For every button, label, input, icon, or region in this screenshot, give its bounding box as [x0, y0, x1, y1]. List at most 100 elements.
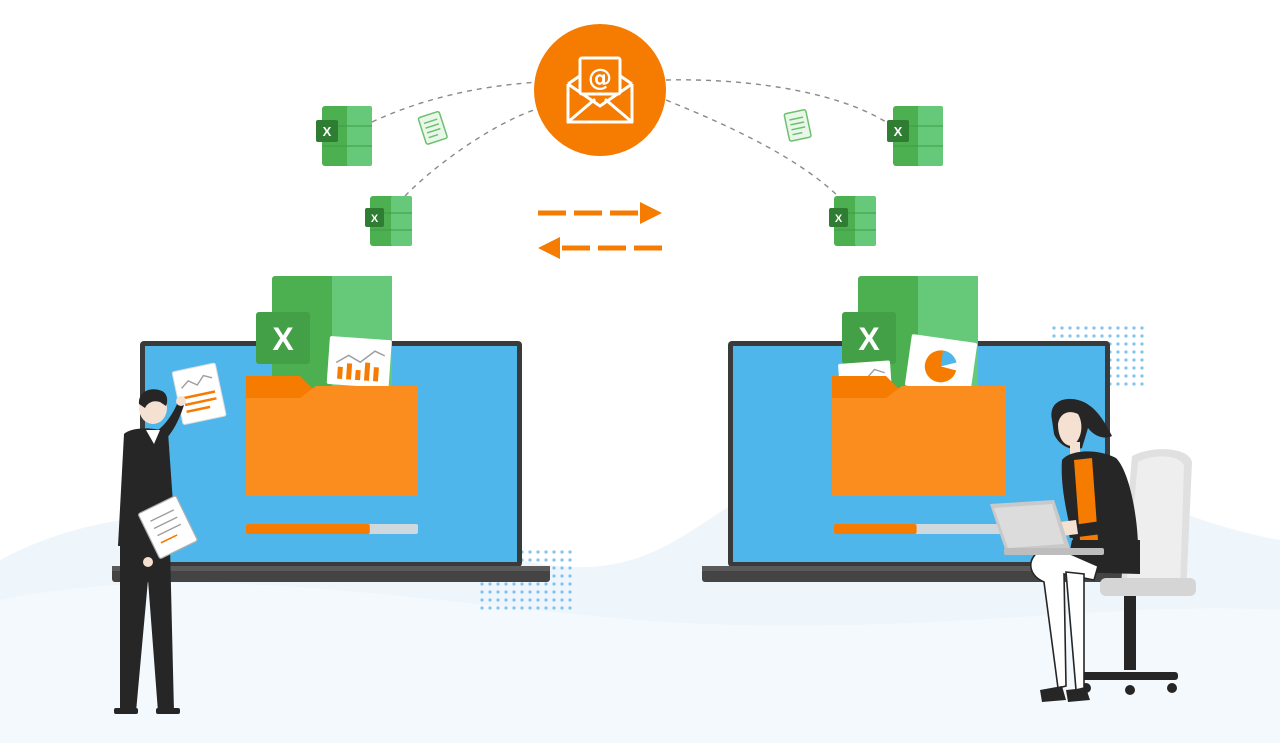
- decorative-dot: [1076, 334, 1080, 338]
- decorative-dot: [1116, 334, 1120, 338]
- decorative-dot: [504, 606, 508, 610]
- decorative-dot: [552, 606, 556, 610]
- excel-letter: X: [323, 124, 332, 139]
- decorative-dot: [496, 598, 500, 602]
- excel-letter: X: [835, 213, 843, 225]
- decorative-dot: [1068, 334, 1072, 338]
- decorative-dot: [1116, 342, 1120, 346]
- decorative-dot: [536, 590, 540, 594]
- connection-arcs: [371, 79, 896, 197]
- decorative-dot: [1052, 334, 1056, 338]
- decorative-dot: [560, 566, 564, 570]
- decorative-dot: [520, 582, 524, 586]
- decorative-dot: [552, 550, 556, 554]
- decorative-dot: [1052, 326, 1056, 330]
- decorative-dot: [1140, 382, 1144, 386]
- decorative-dot: [552, 598, 556, 602]
- decorative-dot: [496, 606, 500, 610]
- decorative-dot: [1132, 374, 1136, 378]
- decorative-dot: [528, 590, 532, 594]
- decorative-dot: [544, 590, 548, 594]
- decorative-dot: [1140, 366, 1144, 370]
- decorative-dot: [552, 574, 556, 578]
- excel-icon-top-right: X: [887, 106, 943, 166]
- decorative-dot: [544, 558, 548, 562]
- bidirectional-arrows-icon: [538, 202, 662, 259]
- decorative-dot: [560, 606, 564, 610]
- decorative-dot: [560, 558, 564, 562]
- decorative-dot: [568, 574, 572, 578]
- decorative-dot: [480, 598, 484, 602]
- decorative-dot: [544, 550, 548, 554]
- decorative-dot: [1076, 326, 1080, 330]
- decorative-dot: [544, 606, 548, 610]
- excel-letter: X: [371, 213, 379, 225]
- decorative-dot: [496, 590, 500, 594]
- decorative-dot: [1116, 374, 1120, 378]
- excel-icon-top-left: X: [316, 106, 372, 166]
- document-icon-right: [783, 109, 812, 142]
- decorative-dot: [1108, 334, 1112, 338]
- decorative-dot: [544, 582, 548, 586]
- decorative-dot: [1140, 326, 1144, 330]
- decorative-dot: [544, 598, 548, 602]
- decorative-dot: [560, 550, 564, 554]
- decorative-dot: [1116, 326, 1120, 330]
- decorative-dot: [1132, 342, 1136, 346]
- businesswoman-figure: [1030, 398, 1140, 702]
- decorative-dot: [488, 598, 492, 602]
- decorative-dot: [1132, 334, 1136, 338]
- decorative-dot: [1092, 334, 1096, 338]
- decorative-dot: [1100, 334, 1104, 338]
- decorative-dot: [488, 590, 492, 594]
- decorative-dot: [512, 598, 516, 602]
- decorative-dot: [1108, 326, 1112, 330]
- decorative-dot: [528, 550, 532, 554]
- decorative-dot: [1132, 326, 1136, 330]
- decorative-dot: [1124, 358, 1128, 362]
- decorative-dot: [568, 566, 572, 570]
- decorative-dot: [520, 590, 524, 594]
- decorative-dot: [1132, 366, 1136, 370]
- decorative-dot: [560, 598, 564, 602]
- decorative-dot: [1100, 326, 1104, 330]
- decorative-dot: [528, 582, 532, 586]
- decorative-dot: [488, 606, 492, 610]
- decorative-dot: [1124, 326, 1128, 330]
- decorative-dot: [1132, 382, 1136, 386]
- decorative-dot: [1116, 382, 1120, 386]
- decorative-dot: [1132, 350, 1136, 354]
- decorative-dot: [480, 590, 484, 594]
- decorative-dot: [1124, 366, 1128, 370]
- decorative-dot: [520, 598, 524, 602]
- decorative-dot: [568, 558, 572, 562]
- businessman-figure: [114, 389, 198, 714]
- decorative-dot: [1124, 374, 1128, 378]
- decorative-dot: [536, 582, 540, 586]
- decorative-dot: [1084, 334, 1088, 338]
- decorative-dot: [1116, 350, 1120, 354]
- decorative-dot: [496, 582, 500, 586]
- right-folder: X: [832, 276, 1006, 496]
- decorative-dot: [520, 606, 524, 610]
- decorative-dot: [1068, 326, 1072, 330]
- right-progress-bar: [834, 524, 1006, 534]
- decorative-dot: [1132, 358, 1136, 362]
- decorative-dot: [568, 582, 572, 586]
- decorative-dot: [480, 606, 484, 610]
- decorative-dot: [512, 606, 516, 610]
- decorative-dot: [1124, 334, 1128, 338]
- chart-document-icon: [326, 336, 392, 389]
- decorative-dot: [1116, 358, 1120, 362]
- decorative-dot: [1124, 382, 1128, 386]
- decorative-dot: [512, 582, 516, 586]
- decorative-dot: [528, 558, 532, 562]
- clipboard-icon: [138, 495, 198, 559]
- decorative-dot: [1140, 350, 1144, 354]
- decorative-dot: [552, 590, 556, 594]
- excel-icon-mid-right: X: [829, 196, 876, 246]
- decorative-dot: [536, 598, 540, 602]
- at-symbol: @: [588, 64, 612, 92]
- woman-laptop-icon: [990, 500, 1104, 555]
- excel-letter: X: [858, 321, 880, 357]
